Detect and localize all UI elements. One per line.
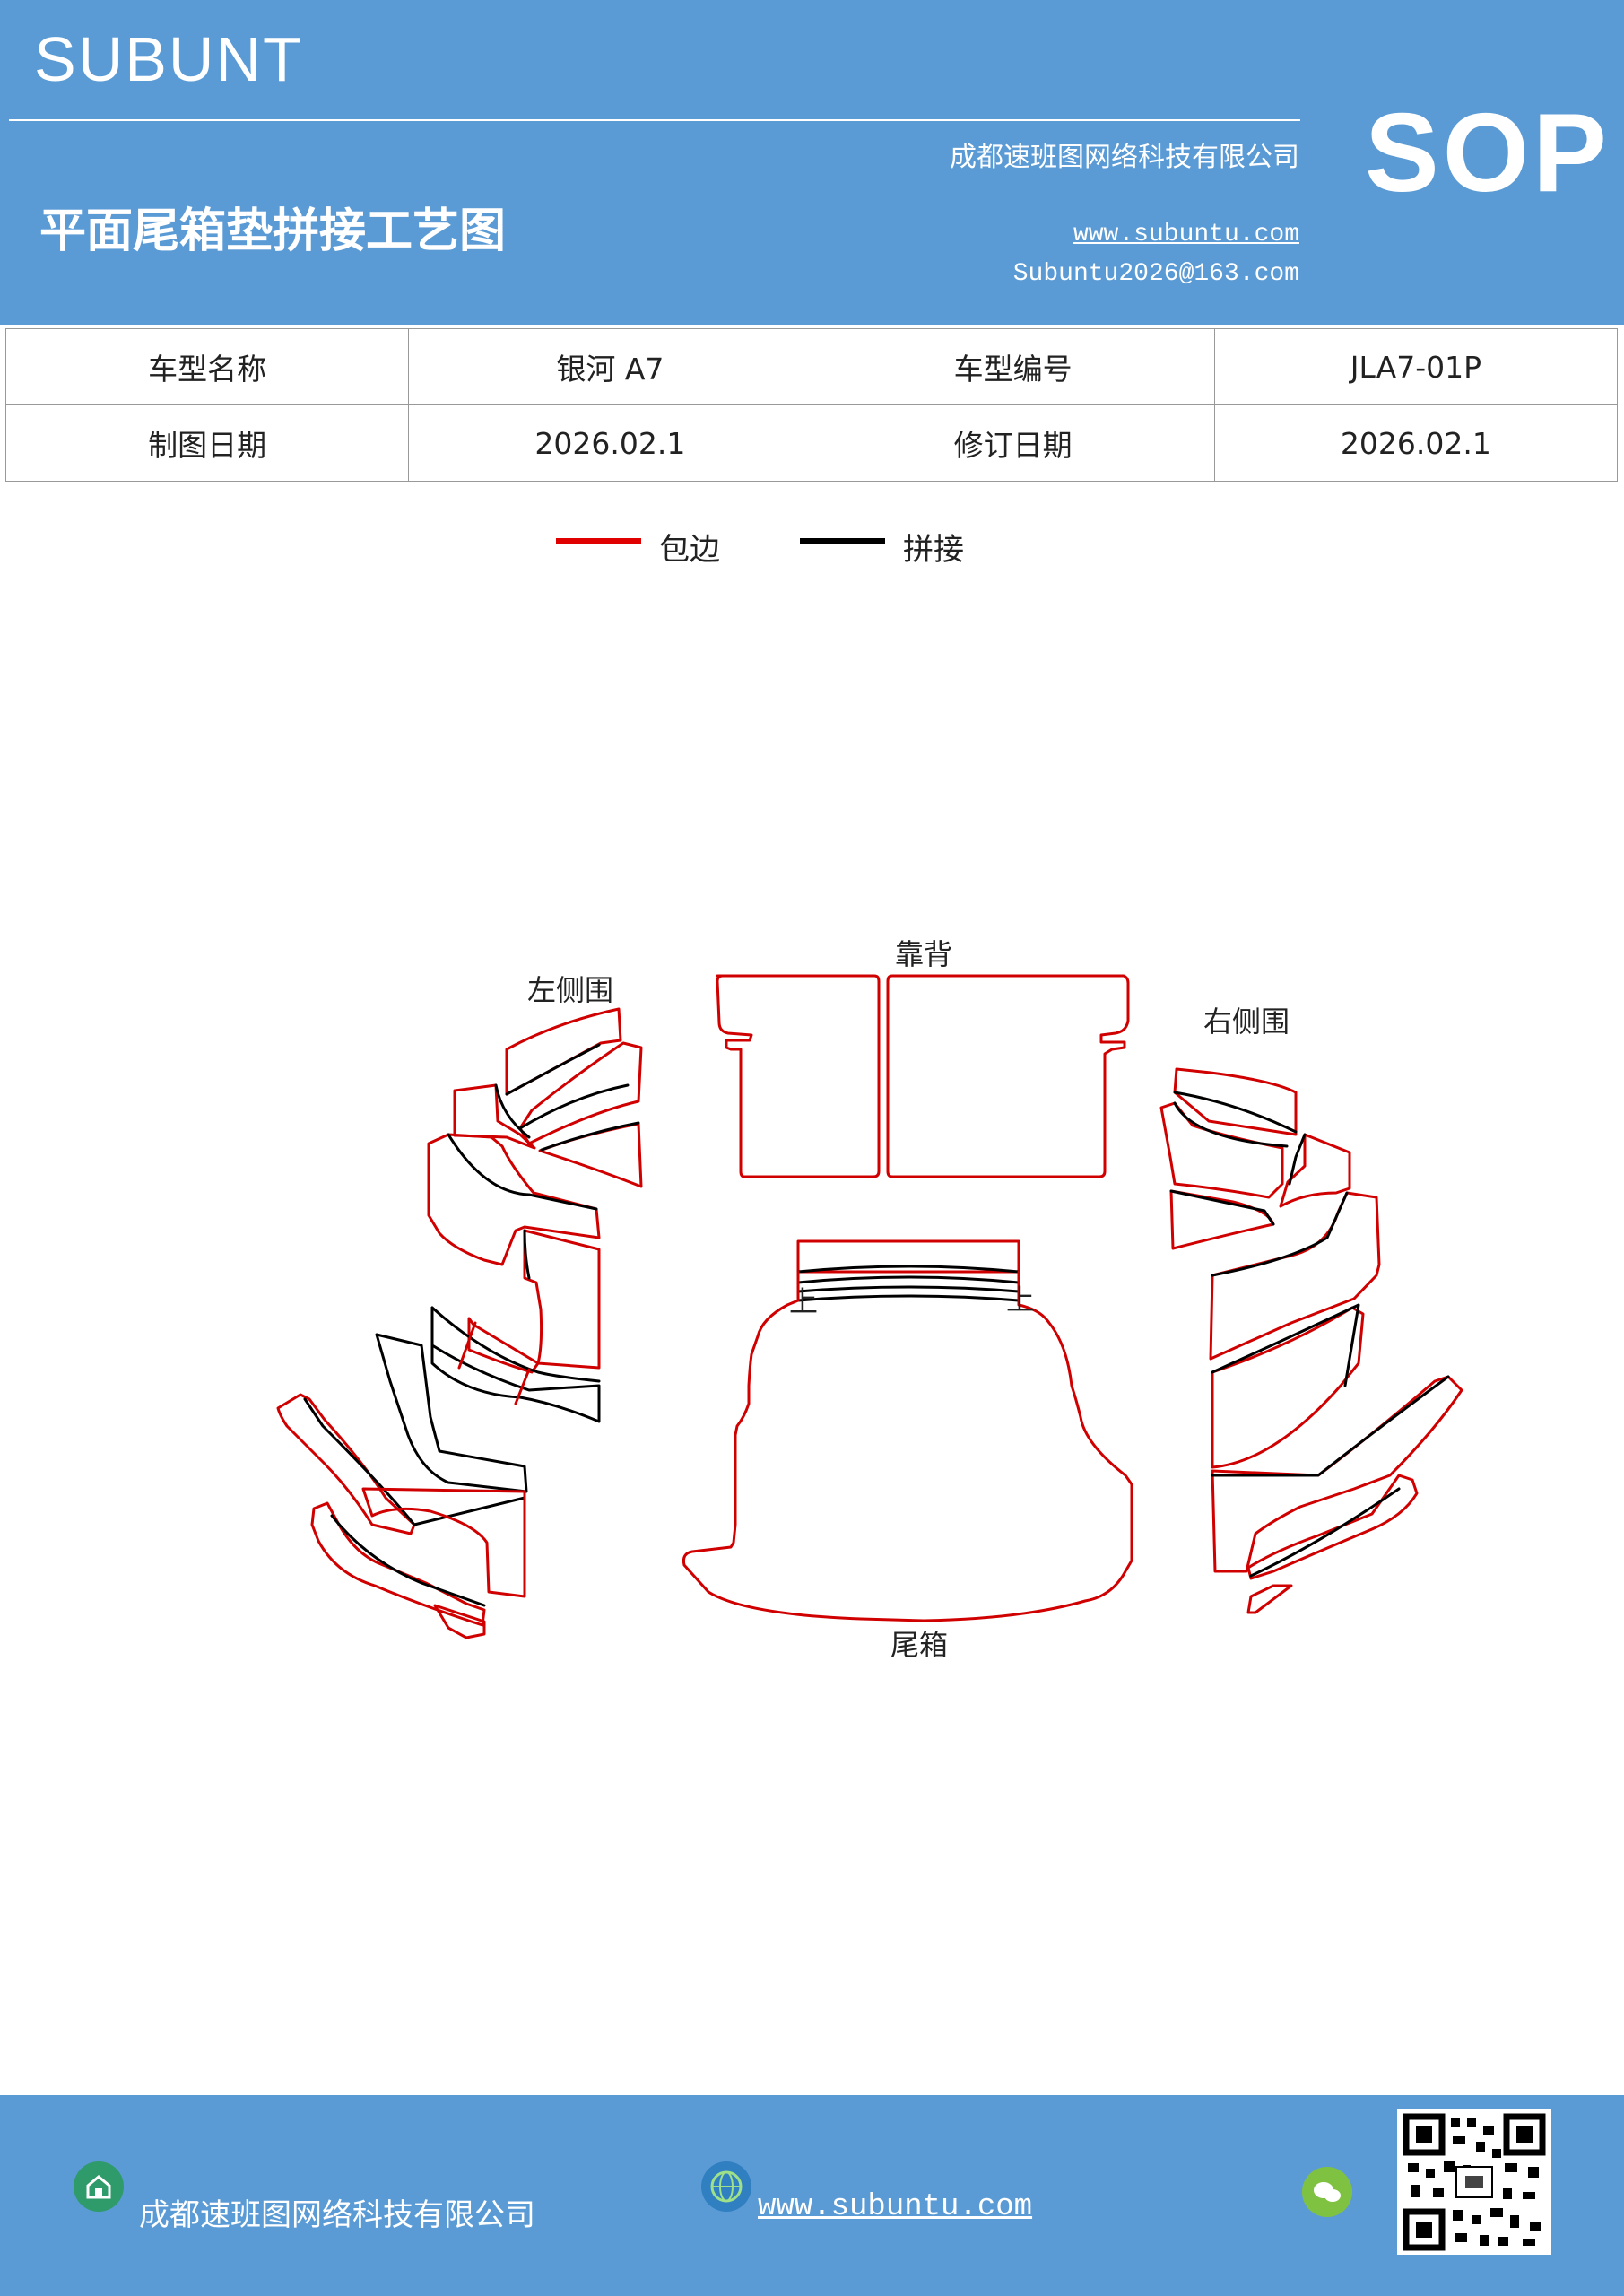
draw-date-label: 制图日期 [4,404,410,482]
left-seam-4 [494,1083,531,1139]
trunk-seam-3 [796,1285,1020,1293]
header-banner: SUBUNT 平面尾箱垫拼接工艺图 成都速班图网络科技有限公司 www.subu… [0,0,1624,325]
vehicle-info-table: 车型名称 银河 A7 车型编号 JLA7-01P 制图日期 2026.02.1 … [4,328,1619,482]
trunk-seam-2 [796,1275,1020,1284]
trunk-up-mark-right: 上 [1006,1283,1035,1317]
document-title: 平面尾箱垫拼接工艺图 [39,204,507,258]
footer-banner [0,2095,1624,2296]
left-piece-12 [310,1501,486,1627]
revise-date-value: 2026.02.1 [1213,404,1619,482]
draw-date-value: 2026.02.1 [408,404,812,482]
left-seam-5 [447,1133,598,1211]
legend-edge: 包边 [556,525,735,570]
globe-icon-glyph [710,2170,743,2203]
right-piece-6 [1211,1306,1365,1469]
right-piece-9 [1246,1584,1293,1614]
home-icon [74,2161,124,2212]
trunk-up-mark-left: 上 [789,1284,818,1318]
left-seam-10 [303,1397,526,1526]
left-piece-11 [361,1487,526,1598]
table-row: 车型名称 银河 A7 车型编号 JLA7-01P [4,328,1619,405]
left-piece-2 [518,1041,643,1145]
header-company: 成都速班图网络科技有限公司 [950,142,1299,173]
footer-company: 成都速班图网络科技有限公司 [139,2197,535,2233]
left-seam-7 [430,1306,601,1383]
left-piece-1 [505,1007,622,1096]
seam-legend-label: 拼接 [903,532,964,568]
model-code-label: 车型编号 [811,328,1215,405]
backrest-left-panel [716,974,881,1178]
left-seam-1 [505,1043,601,1096]
model-name-value: 银河 A7 [408,328,812,405]
left-seam-9 [514,1368,531,1405]
header-email[interactable]: Subuntu2026@163.com [1012,260,1299,288]
left-piece-13 [433,1604,486,1639]
trunk-seam-4 [796,1294,1020,1302]
header-divider [9,119,1300,121]
model-code-value: JLA7-01P [1213,328,1619,405]
globe-icon [701,2161,751,2212]
left-piece-10 [276,1393,416,1535]
home-icon-glyph [86,2175,111,2199]
right-seam-3 [1288,1133,1307,1186]
wechat-icon[interactable] [1302,2167,1352,2217]
trunk-seam-1 [796,1265,1020,1274]
edge-legend-label: 包边 [659,532,720,568]
trunk-main-panel [682,1270,1133,1622]
left-side-label: 左侧围 [527,973,613,1007]
trunk-label: 尾箱 [890,1628,948,1662]
footer-website-link[interactable]: www.subuntu.com [758,2190,1033,2224]
left-piece-8 [430,1306,601,1423]
header-website-link[interactable]: www.subuntu.com [1073,221,1299,248]
brand-name: SUBUNT [34,24,303,94]
backrest-right-panel [886,974,1130,1178]
left-seam-3 [540,1121,640,1152]
right-seam-8 [1249,1487,1401,1578]
wechat-icon-glyph [1314,2182,1341,2202]
edge-line-swatch [556,538,641,544]
left-seam-12 [330,1514,486,1607]
trunk-mat-diagram: 靠背 上 上 尾箱 左侧围 [276,937,1463,1662]
right-seam-4 [1169,1189,1275,1226]
left-seam-6 [523,1229,531,1280]
right-seam-5 [1211,1191,1349,1277]
right-piece-8 [1246,1474,1419,1580]
right-seam-2 [1173,1101,1289,1148]
right-piece-1 [1173,1067,1298,1136]
seam-line-swatch [800,538,885,544]
left-piece-6 [523,1229,601,1370]
left-piece-7 [467,1317,540,1374]
right-piece-3 [1279,1133,1351,1208]
left-seam-2 [518,1083,630,1130]
qr-code-icon[interactable] [1397,2109,1551,2255]
legend-seam: 拼接 [800,525,979,570]
sop-badge: SOP [1365,91,1611,215]
left-piece-5 [427,1133,601,1266]
table-row: 制图日期 2026.02.1 修订日期 2026.02.1 [4,404,1619,482]
right-seam-7 [1211,1375,1450,1477]
revise-date-label: 修订日期 [811,404,1215,482]
qr-code-glyph [1403,2113,1546,2251]
backrest-label: 靠背 [895,937,952,971]
right-side-label: 右侧围 [1203,1004,1290,1039]
left-seam-8 [457,1321,477,1370]
right-piece-4 [1169,1189,1275,1250]
left-piece-9 [375,1333,528,1493]
model-name-label: 车型名称 [4,328,410,405]
right-seam-1 [1173,1091,1298,1134]
right-seam-6 [1211,1303,1360,1387]
